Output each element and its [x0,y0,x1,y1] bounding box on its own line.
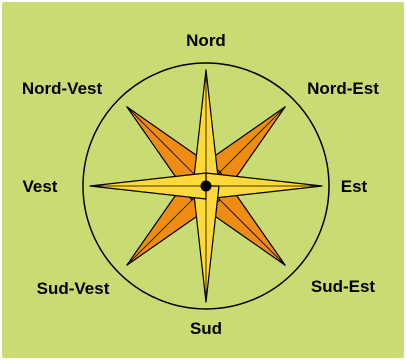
label-northeast: Nord-Est [307,79,379,98]
label-southeast: Sud-Est [311,277,376,296]
label-southwest: Sud-Vest [37,279,110,298]
label-west: Vest [23,177,58,196]
label-east: Est [341,177,368,196]
compass-center-dot-icon [201,181,212,192]
label-northwest: Nord-Vest [22,79,103,98]
label-south: Sud [190,319,222,338]
label-north: Nord [186,31,226,50]
